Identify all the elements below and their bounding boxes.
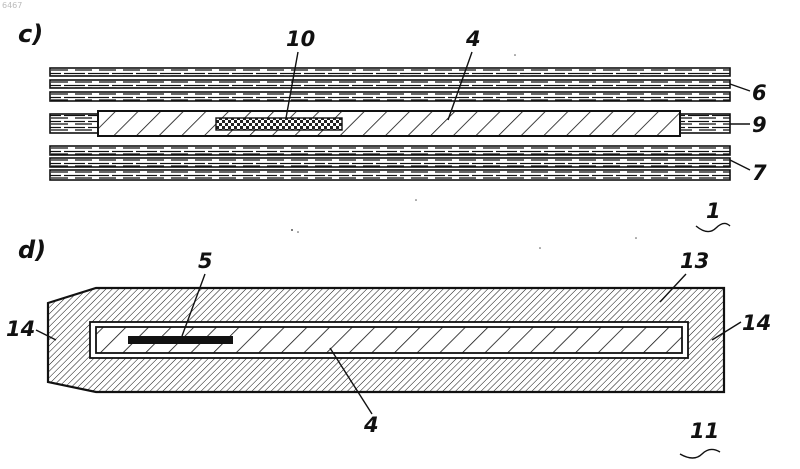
ref-4-d: 4 [363, 413, 379, 437]
ref-14-right: 14 [742, 311, 771, 335]
panel-c-label: c) [18, 20, 43, 48]
panel-d-molded-part [48, 288, 724, 392]
squiggle-1 [696, 223, 730, 231]
ref-1: 1 [706, 199, 721, 223]
squiggle-11 [680, 449, 720, 458]
ply-stack-bottom [50, 146, 730, 180]
ref-7: 7 [752, 161, 767, 185]
ref-10: 10 [286, 27, 315, 51]
ref-6: 6 [752, 81, 767, 105]
corner-id-text: 6467 [2, 1, 22, 10]
ref-14-left: 14 [6, 317, 35, 341]
sensor-element-10 [216, 118, 342, 130]
panel-c-layup [50, 68, 730, 180]
panel-d-label: d) [18, 236, 46, 264]
insert-strip-c [98, 111, 680, 136]
ref-4-c: 4 [465, 27, 481, 51]
ref-9: 9 [752, 113, 767, 137]
middle-layer [50, 111, 730, 136]
ref-11: 11 [690, 419, 719, 443]
ref-5: 5 [198, 249, 213, 273]
ply-stack-top [50, 68, 730, 101]
ref-13: 13 [680, 249, 709, 273]
element-5 [128, 336, 233, 344]
